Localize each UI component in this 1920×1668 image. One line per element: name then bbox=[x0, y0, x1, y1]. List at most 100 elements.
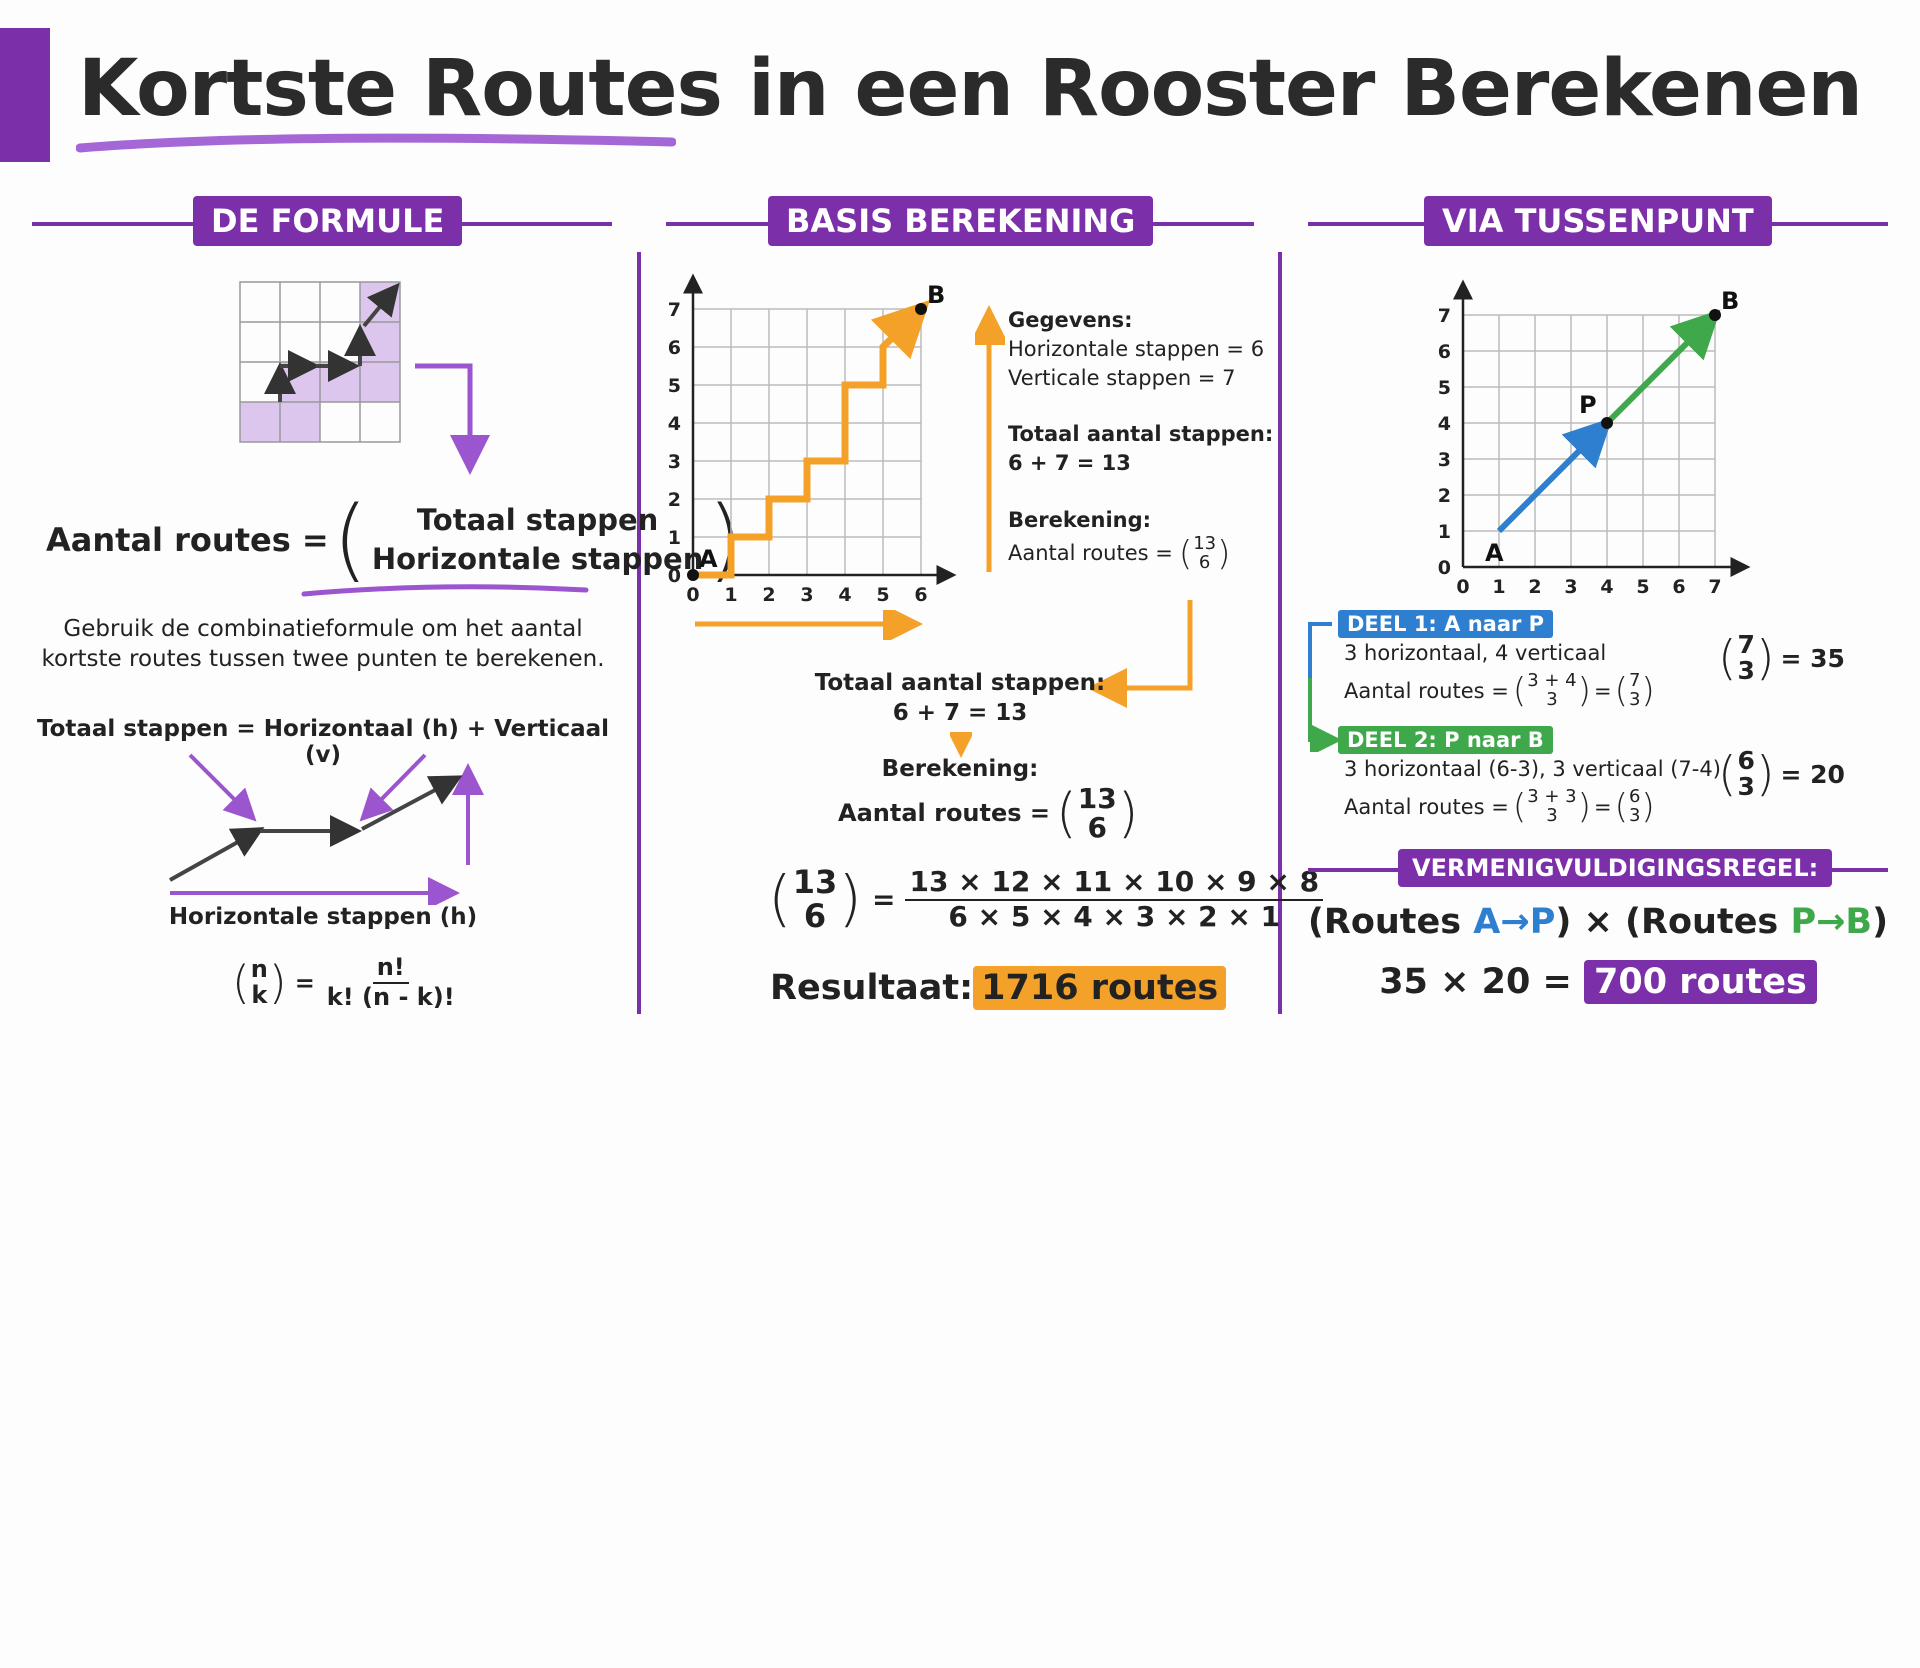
rule-open: (Routes bbox=[1307, 902, 1462, 942]
x-tick-label: 2 bbox=[1528, 576, 1541, 598]
deel2-badge: DEEL 2: P naar B bbox=[1338, 726, 1553, 754]
deel2-b2-top: 6 bbox=[1628, 786, 1641, 808]
formule-main: Aantal routes = ( Totaal stappen Horizon… bbox=[46, 495, 746, 585]
frac-num: n! bbox=[372, 953, 409, 984]
formule-bottom: Horizontale stappen bbox=[371, 542, 704, 576]
total-sum-2: 6 + 7 = 13 bbox=[892, 700, 1028, 726]
route-p-to-b bbox=[1604, 309, 1721, 426]
x-tick-label: 5 bbox=[1636, 576, 1649, 598]
deel1-b1-top: 3 + 4 bbox=[1527, 670, 1577, 692]
deel1-b1-bottom: 3 bbox=[1546, 689, 1558, 710]
deel1-r-bottom: 3 bbox=[1737, 656, 1755, 686]
horizontal-steps-value: Horizontale stappen = 6 bbox=[1008, 337, 1265, 361]
route-a-to-p bbox=[1496, 417, 1613, 534]
y-tick-label: 2 bbox=[668, 489, 681, 511]
binom-n: n bbox=[250, 955, 268, 984]
y-tick-label: 5 bbox=[1438, 377, 1451, 399]
deel2-b1-bottom: 3 bbox=[1546, 805, 1558, 826]
point-b-dot bbox=[915, 303, 927, 315]
deel1-b2-bottom: 3 bbox=[1628, 689, 1641, 710]
total-label-2: Totaal aantal stappen: bbox=[814, 670, 1106, 696]
y-tick-label: 7 bbox=[1438, 305, 1451, 327]
point-b-dot bbox=[1709, 309, 1721, 321]
expanded-fraction: 13 × 12 × 11 × 10 × 9 × 8 6 × 5 × 4 × 3 … bbox=[905, 866, 1324, 932]
tussenpunt-deel-connector bbox=[1308, 622, 1340, 752]
vertical-steps-value: Verticale stappen = 7 bbox=[1008, 366, 1236, 390]
y-tick-label: 3 bbox=[668, 451, 681, 473]
y-tick-label: 2 bbox=[1438, 485, 1451, 507]
x-tick-label: 3 bbox=[800, 584, 813, 606]
formule-description: Gebruik de combinatieformule om het aant… bbox=[30, 614, 616, 674]
expanded-num: 13 × 12 × 11 × 10 × 9 × 8 bbox=[905, 866, 1324, 901]
basis-horizontal-arrow bbox=[695, 610, 923, 640]
deel1-desc: 3 horizontaal, 4 verticaal bbox=[1344, 641, 1607, 665]
basis-bend-arrow bbox=[1090, 600, 1193, 708]
formule-paren-left: ( bbox=[332, 487, 368, 592]
binom-6: 6 bbox=[1087, 811, 1107, 845]
result-label: Resultaat: bbox=[770, 968, 974, 1008]
deel2-desc: 3 horizontaal (6-3), 3 verticaal (7-4) bbox=[1344, 757, 1721, 781]
result-value: 1716 routes bbox=[973, 966, 1227, 1010]
rule-expression: (Routes A→P) × (Routes P→B) bbox=[1300, 902, 1896, 942]
deel1-result-value: = 35 bbox=[1780, 643, 1845, 673]
x-tick-label: 0 bbox=[1456, 576, 1469, 598]
x-tick-label: 6 bbox=[1672, 576, 1685, 598]
deel1-badge: DEEL 1: A naar P bbox=[1338, 610, 1554, 638]
basis-heading: BASIS BEREKENING bbox=[768, 196, 1154, 246]
basis-vertical-arrow bbox=[975, 305, 1005, 572]
x-tick-label: 4 bbox=[1600, 576, 1613, 598]
formule-main-label: Aantal routes = bbox=[46, 521, 329, 559]
y-tick-label: 5 bbox=[668, 375, 681, 397]
y-tick-label: 4 bbox=[668, 413, 681, 435]
x-tick-label: 0 bbox=[686, 584, 699, 606]
basis-result: Resultaat: 1716 routes bbox=[770, 966, 1227, 1010]
rule-pb: P→B bbox=[1790, 902, 1873, 942]
rule-heading: VERMENIGVULDIGINGSREGEL: bbox=[1398, 849, 1833, 887]
x-tick-label: 3 bbox=[1564, 576, 1577, 598]
binom-top: 13 bbox=[1193, 533, 1217, 554]
point-a-label: A bbox=[699, 545, 718, 573]
exp-binom-top: 13 bbox=[792, 863, 838, 901]
point-b-label: B bbox=[927, 281, 945, 309]
total-label: Totaal aantal stappen: bbox=[1008, 422, 1274, 446]
deel2-b1-top: 3 + 3 bbox=[1527, 786, 1577, 808]
title-accent-bar bbox=[0, 28, 50, 162]
binom-k: k bbox=[251, 980, 268, 1009]
tussenpunt-heading: VIA TUSSENPUNT bbox=[1424, 196, 1772, 246]
deel1-r-top: 7 bbox=[1737, 630, 1755, 659]
formule-equals: = bbox=[294, 968, 315, 997]
basis-total: Totaal aantal stappen: 6 + 7 = 13 bbox=[1008, 420, 1273, 478]
y-tick-label: 6 bbox=[1438, 341, 1451, 363]
page-title: Kortste Routes in een Rooster Berekenen bbox=[78, 44, 1863, 134]
y-tick-label: 4 bbox=[1438, 413, 1451, 435]
binom-bottom: 6 bbox=[1198, 551, 1211, 573]
rule-close: ) bbox=[1872, 902, 1889, 942]
deel1-badge-label: DEEL 1: A naar P bbox=[1338, 610, 1554, 638]
total-steps-rule: Totaal stappen = Horizontaal (h) + Verti… bbox=[36, 716, 610, 768]
formule-desc-line2: kortste routes tussen twee punten te ber… bbox=[41, 646, 605, 672]
final-value: 700 routes bbox=[1584, 960, 1817, 1004]
deel2-b2-bottom: 3 bbox=[1628, 805, 1641, 826]
section-divider-1 bbox=[637, 252, 641, 1014]
final-calc: 35 × 20 = bbox=[1379, 962, 1572, 1002]
y-tick-label: 1 bbox=[1438, 521, 1451, 543]
point-a-dot bbox=[687, 569, 699, 581]
formule-fraction: n! k! (n - k)! bbox=[323, 953, 459, 1011]
formule-grid-illustration bbox=[239, 281, 490, 475]
basis-gegevens: Gegevens: Horizontale stappen = 6 Vertic… bbox=[1008, 306, 1264, 393]
binom-13: 13 bbox=[1077, 782, 1117, 815]
exp-binom-bottom: 6 bbox=[803, 896, 827, 935]
frac-den: k! (n - k)! bbox=[326, 982, 455, 1011]
x-tick-label: 4 bbox=[838, 584, 851, 606]
y-tick-label: 1 bbox=[668, 527, 681, 549]
